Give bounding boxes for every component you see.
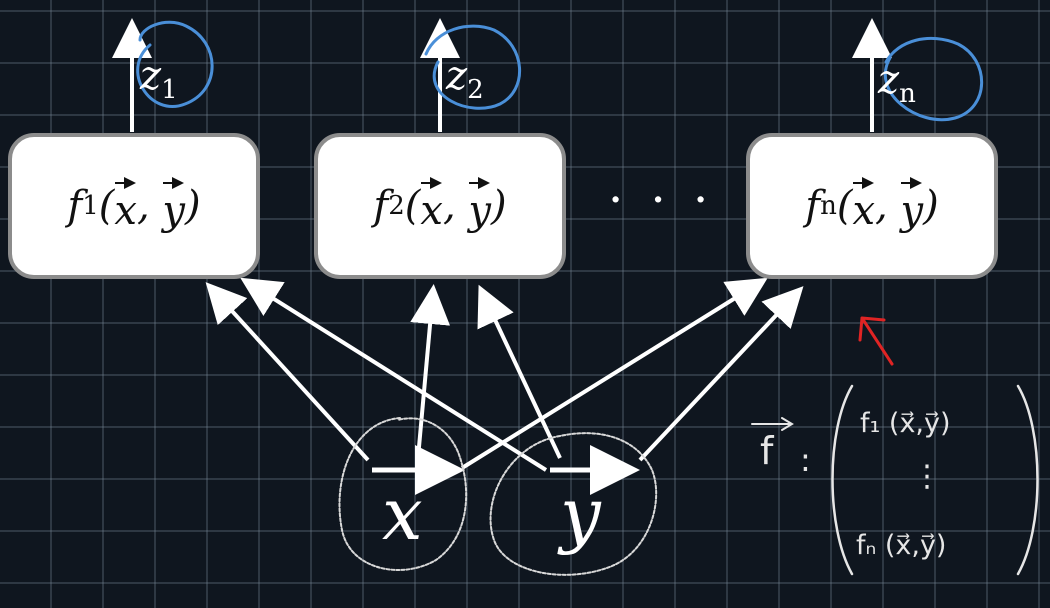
input-x: x	[382, 472, 423, 556]
arrow-y-to-fn	[638, 286, 804, 462]
annotation-row-first: f₁ (x⃗,y⃗)	[860, 408, 951, 439]
arrow-x-to-f1	[205, 282, 370, 462]
annotation-left-paren	[831, 384, 854, 576]
input-circle-y	[489, 432, 658, 576]
ellipsis: · · ·	[608, 172, 715, 228]
input-y: y	[560, 472, 601, 556]
output-circle-n	[883, 36, 984, 122]
annotation-colon: :	[800, 441, 811, 479]
output-label-n: zn	[878, 57, 916, 109]
annotation-row-last: fₙ (x⃗,y⃗)	[856, 530, 947, 561]
annotation-right-paren	[1016, 384, 1039, 576]
output-label-2: z2	[446, 53, 484, 105]
input-circle-x	[338, 417, 468, 571]
arrow-x-to-f2	[410, 284, 451, 459]
output-circle-2	[424, 24, 522, 110]
annotation-vector-f: f	[760, 429, 774, 473]
highlight-arrow	[858, 316, 894, 366]
annotation-vec-arrow	[751, 417, 794, 431]
arrow-x-to-fn	[460, 277, 768, 470]
arrow-y-to-f1	[240, 277, 548, 472]
output-label-1: z1	[140, 53, 178, 105]
annotation-row-dots: ⋮	[912, 459, 942, 494]
output-circle-1	[136, 20, 214, 108]
arrow-y-to-f2	[477, 284, 562, 459]
